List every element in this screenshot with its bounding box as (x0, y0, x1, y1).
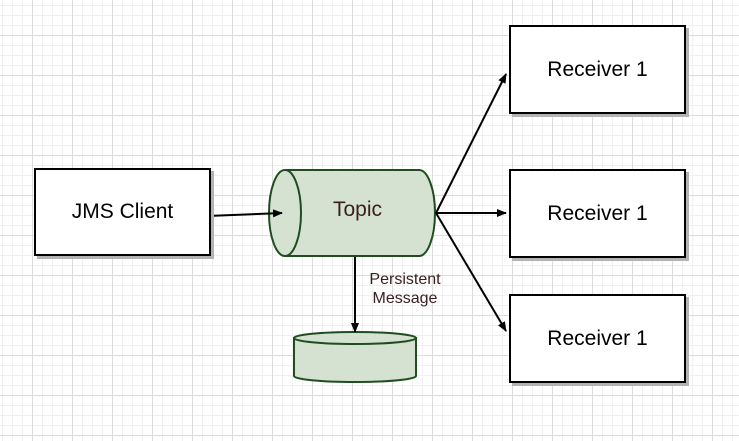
receiver-node-3[interactable]: Receiver 1 (509, 294, 686, 383)
persistent-message-label: Persistent Message (362, 270, 448, 308)
persistent-store-cylinder[interactable] (293, 331, 417, 383)
topic-label: Topic (332, 198, 383, 221)
receiver-node-1[interactable]: Receiver 1 (509, 25, 686, 114)
receiver-node-2[interactable]: Receiver 1 (509, 169, 686, 258)
jms-client-label: JMS Client (71, 200, 174, 223)
edge-topic-to-receiver-3 (435, 212, 507, 332)
receiver-label-1: Receiver 1 (547, 57, 648, 81)
receiver-label-2: Receiver 1 (547, 201, 648, 225)
jms-client-node[interactable]: JMS Client (34, 168, 211, 256)
receiver-label-3: Receiver 1 (547, 326, 648, 350)
persistent-message-label-line1: Persistent (369, 271, 441, 288)
topic-cylinder[interactable] (268, 169, 436, 257)
edge-client-to-topic (206, 209, 283, 218)
persistent-message-label-line2: Message (372, 290, 438, 307)
edge-topic-to-receiver-1 (435, 73, 507, 214)
